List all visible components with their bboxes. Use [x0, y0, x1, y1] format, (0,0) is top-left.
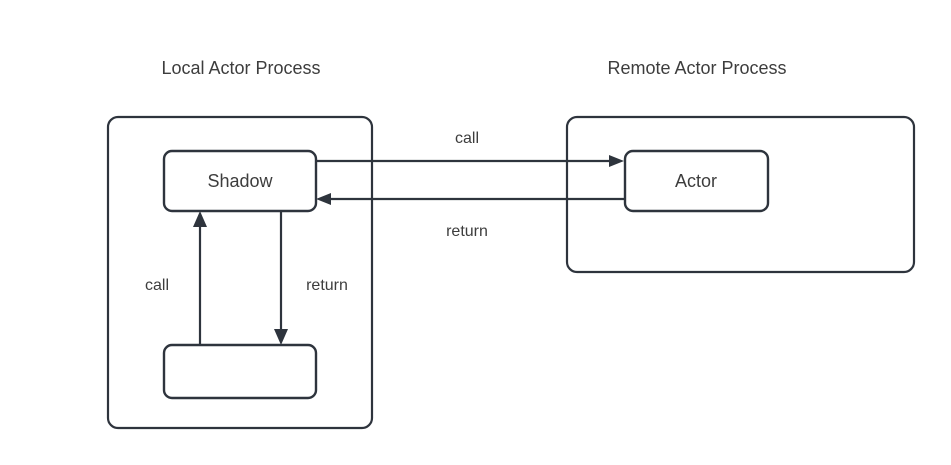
node-actor-label: Actor [675, 171, 717, 191]
edge-label-return-local: return [306, 277, 348, 294]
node-shadow-label: Shadow [207, 171, 273, 191]
edge-label-return-remote: return [446, 223, 488, 240]
edge-label-call-remote: call [455, 130, 479, 147]
edge-shadow-to-actor-arrowhead [609, 155, 624, 167]
edge-shadow-to-caller-arrowhead [274, 329, 288, 345]
local-process-title: Local Actor Process [161, 58, 320, 78]
edge-actor-to-shadow-arrowhead [316, 193, 331, 205]
node-actor[interactable] [623, 149, 770, 213]
node-shadow[interactable] [162, 149, 318, 213]
edge-label-call-local: call [145, 277, 169, 294]
edge-caller-to-shadow-arrowhead [193, 211, 207, 227]
node-local-caller[interactable] [162, 343, 318, 400]
remote-process-title: Remote Actor Process [607, 58, 786, 78]
